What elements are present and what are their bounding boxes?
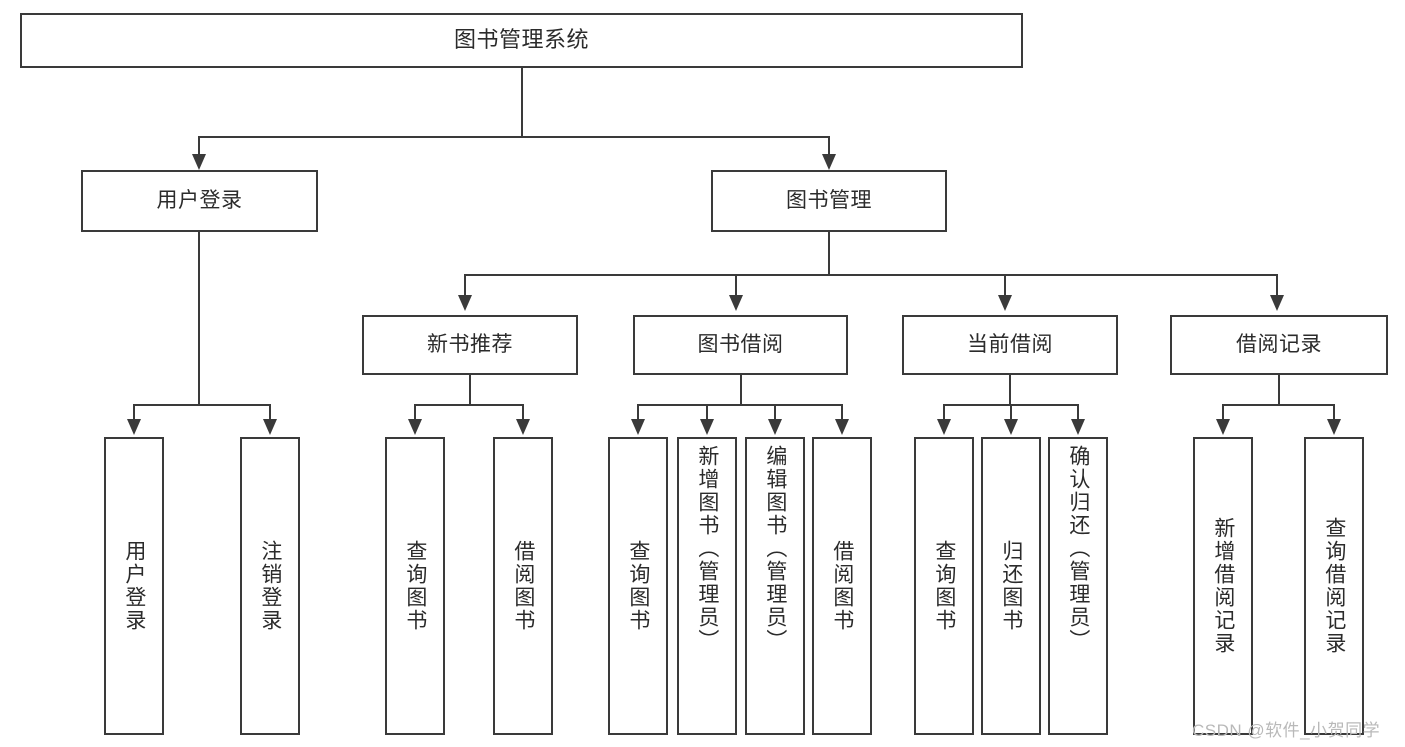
node-label: 用户登录: [156, 189, 243, 213]
node-label: 查询图书: [932, 540, 956, 632]
leaf-add-borrow-record[interactable]: 新增借阅记录: [1193, 437, 1253, 735]
node-label: 借阅图书: [511, 540, 535, 632]
arrow-head-new-book-recommend: [458, 295, 472, 311]
node-borrow-record[interactable]: 借阅记录: [1170, 315, 1388, 375]
node-new-book-recommend[interactable]: 新书推荐: [362, 315, 578, 375]
leaf-query-borrow-record[interactable]: 查询借阅记录: [1304, 437, 1364, 735]
node-label: 归还图书: [999, 540, 1023, 632]
connector-root-bus: [198, 136, 830, 138]
connector-bb-branch-3: [774, 404, 776, 420]
connector-bm-branch-2: [735, 274, 737, 296]
node-label: 图书管理: [786, 189, 872, 213]
node-label: 新书推荐: [427, 333, 513, 357]
connector-user-login-stem: [198, 232, 200, 404]
leaf-add-book-admin[interactable]: 新增图书（管理员）: [677, 437, 737, 735]
arrow-head-cb-leaf-1: [937, 419, 951, 435]
connector-bm-branch-4: [1276, 274, 1278, 296]
connector-bb-branch-2: [706, 404, 708, 420]
arrow-head-nbr-leaf-1: [408, 419, 422, 435]
arrow-head-current-borrow: [998, 295, 1012, 311]
arrow-head-borrow-record: [1270, 295, 1284, 311]
arrow-head-cb-leaf-3: [1071, 419, 1085, 435]
connector-root-to-book-management: [828, 136, 830, 156]
arrow-head-bb-leaf-3: [768, 419, 782, 435]
connector-cb-stem: [1009, 375, 1011, 404]
leaf-confirm-return-admin[interactable]: 确认归还（管理员）: [1048, 437, 1108, 735]
connector-nbr-branch-2: [522, 404, 524, 420]
connector-user-login-bus: [133, 404, 271, 406]
node-label: 新增借阅记录: [1211, 517, 1235, 655]
connector-root-stem: [521, 68, 523, 136]
connector-nbr-bus: [414, 404, 524, 406]
arrow-head-bb-leaf-4: [835, 419, 849, 435]
arrow-head-to-user-login: [192, 154, 206, 170]
connector-br-stem: [1278, 375, 1280, 404]
connector-root-to-user-login: [198, 136, 200, 156]
connector-br-branch-2: [1333, 404, 1335, 420]
node-label: 图书借阅: [697, 333, 784, 357]
node-label: 注销登录: [258, 540, 282, 632]
connector-bm-branch-3: [1004, 274, 1006, 296]
leaf-borrow-book[interactable]: 借阅图书: [812, 437, 872, 735]
connector-book-management-bus: [464, 274, 1278, 276]
leaf-query-book-recommend[interactable]: 查询图书: [385, 437, 445, 735]
node-book-management[interactable]: 图书管理: [711, 170, 947, 232]
connector-nbr-branch-1: [414, 404, 416, 420]
node-label: 图书管理系统: [453, 27, 589, 53]
arrow-head-book-borrow: [729, 295, 743, 311]
leaf-logout[interactable]: 注销登录: [240, 437, 300, 735]
connector-user-login-branch-2: [269, 404, 271, 420]
leaf-edit-book-admin[interactable]: 编辑图书（管理员）: [745, 437, 805, 735]
node-label: 查询图书: [403, 540, 427, 632]
leaf-borrow-book-recommend[interactable]: 借阅图书: [493, 437, 553, 735]
connector-user-login-branch-1: [133, 404, 135, 420]
node-label: 编辑图书（管理员）: [763, 445, 787, 652]
arrow-head-br-leaf-2: [1327, 419, 1341, 435]
node-label: 确认归还（管理员）: [1066, 445, 1090, 652]
leaf-query-book-current[interactable]: 查询图书: [914, 437, 974, 735]
arrow-head-bb-leaf-1: [631, 419, 645, 435]
arrow-head-user-login-leaf-1: [127, 419, 141, 435]
node-current-borrow[interactable]: 当前借阅: [902, 315, 1118, 375]
connector-cb-branch-3: [1077, 404, 1079, 420]
connector-cb-branch-2: [1010, 404, 1012, 420]
node-book-management-system[interactable]: 图书管理系统: [20, 13, 1023, 68]
node-label: 借阅记录: [1236, 333, 1322, 357]
connector-bb-branch-1: [637, 404, 639, 420]
leaf-return-book[interactable]: 归还图书: [981, 437, 1041, 735]
leaf-query-book-borrow[interactable]: 查询图书: [608, 437, 668, 735]
node-label: 查询借阅记录: [1322, 517, 1346, 655]
connector-bb-bus: [637, 404, 843, 406]
connector-br-branch-1: [1222, 404, 1224, 420]
connector-bb-branch-4: [841, 404, 843, 420]
arrow-head-nbr-leaf-2: [516, 419, 530, 435]
arrow-head-cb-leaf-2: [1004, 419, 1018, 435]
leaf-user-login[interactable]: 用户登录: [104, 437, 164, 735]
arrow-head-br-leaf-1: [1216, 419, 1230, 435]
node-label: 查询图书: [626, 540, 650, 632]
node-label: 用户登录: [122, 540, 146, 632]
connector-br-bus: [1222, 404, 1335, 406]
connector-nbr-stem: [469, 375, 471, 404]
node-label: 当前借阅: [967, 333, 1053, 357]
connector-cb-branch-1: [943, 404, 945, 420]
connector-book-management-stem: [828, 232, 830, 274]
arrow-head-bb-leaf-2: [700, 419, 714, 435]
arrow-head-user-login-leaf-2: [263, 419, 277, 435]
connector-bb-stem: [740, 375, 742, 404]
arrow-head-to-book-management: [822, 154, 836, 170]
node-label: 新增图书（管理员）: [695, 445, 719, 652]
node-user-login[interactable]: 用户登录: [81, 170, 318, 232]
connector-bm-branch-1: [464, 274, 466, 296]
node-label: 借阅图书: [830, 540, 854, 632]
node-book-borrow[interactable]: 图书借阅: [633, 315, 848, 375]
